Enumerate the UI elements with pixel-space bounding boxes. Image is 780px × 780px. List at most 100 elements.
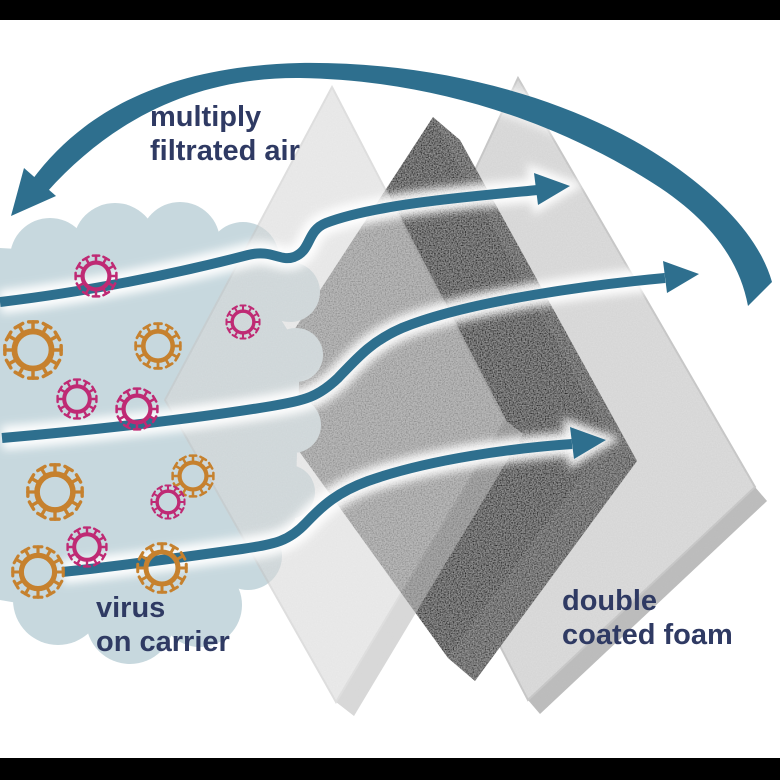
virus-spike-cap <box>13 321 25 330</box>
virus-icon-magenta <box>150 484 186 520</box>
virus-spike-cap <box>92 527 101 533</box>
virus-spike-cap <box>20 546 31 554</box>
virus-spike-cap <box>56 579 64 590</box>
virus-spike-cap <box>199 490 208 497</box>
virus-spike-cap <box>248 305 255 311</box>
virus-spike-cap <box>56 554 64 565</box>
virus-spike-cap <box>45 590 56 598</box>
arrow-shaft <box>61 439 573 577</box>
virus-spike-cap <box>254 327 260 334</box>
virus-spike-cap <box>101 533 107 542</box>
virus-spike-cap <box>137 575 145 585</box>
virus-spike-cap <box>174 330 181 340</box>
virus-spike-cap <box>164 323 174 330</box>
label-multiply-filtrated-air: multiply filtrated air <box>150 100 300 168</box>
virus-ring <box>34 471 76 513</box>
virus-spike-cap <box>169 543 179 551</box>
virus-spike-cap <box>67 533 73 542</box>
virus-ring <box>11 328 55 372</box>
virus-spike-cap <box>82 379 91 385</box>
virus-spike-cap <box>142 323 152 330</box>
virus-spike-cap <box>91 385 97 394</box>
virus-spike-cap <box>151 394 158 403</box>
virus-icons <box>3 254 261 599</box>
virus-icon-magenta <box>66 526 108 568</box>
airflow-arrow-middle <box>1 261 699 443</box>
cloud-bump <box>86 576 174 664</box>
virus-icon-orange <box>3 320 63 380</box>
label-line: coated foam <box>562 619 733 651</box>
virus-spike-cap <box>145 543 155 551</box>
virus-ring <box>230 309 256 335</box>
virus-spike-cap <box>102 255 111 262</box>
label-line: virus <box>96 592 166 624</box>
virus-spike-cap <box>151 490 157 497</box>
virus-spike-cap <box>179 490 185 497</box>
virus-spike-cap <box>207 461 214 470</box>
virus-icon-orange <box>136 542 188 594</box>
virus-spike-cap <box>45 546 56 554</box>
arrow-shaft <box>0 185 539 307</box>
airflow-arrow-top <box>0 173 570 307</box>
virus-spike-cap <box>173 485 180 491</box>
label-line: double <box>562 585 658 617</box>
virus-spike-cap <box>12 554 20 565</box>
virus-spike-cap <box>57 385 63 394</box>
virus-spike-cap <box>41 321 53 330</box>
virus-icon-orange <box>171 454 215 498</box>
virus-spike-cap <box>122 388 131 395</box>
letterbox-bottom <box>0 758 780 780</box>
virus-spike-cap <box>73 527 82 533</box>
virus-spike-cap <box>142 362 152 369</box>
arrowhead-icon <box>534 173 570 205</box>
virus-ring <box>155 489 181 515</box>
virus-spike-cap <box>169 585 179 593</box>
virus-spike-cap <box>73 561 82 567</box>
virus-ring <box>62 384 92 414</box>
virus-spike-cap <box>63 511 74 520</box>
virus-spike-cap <box>231 333 238 339</box>
virus-ring <box>80 260 112 292</box>
virus-spike-cap <box>101 552 107 561</box>
virus-spike-cap <box>74 473 83 484</box>
virus-spike-cap <box>137 551 145 561</box>
cloud-bump <box>10 218 90 298</box>
virus-spike-cap <box>63 464 74 473</box>
virus-spike-cap <box>151 415 158 424</box>
label-line: filtrated air <box>150 135 300 167</box>
recirculation-arrow <box>11 62 772 306</box>
virus-ring <box>121 393 153 425</box>
virus-spike-cap <box>110 261 117 270</box>
virus-spike-cap <box>143 388 152 395</box>
virus-spike-cap <box>53 330 62 342</box>
virus-icon-orange <box>11 545 65 599</box>
virus-spike-cap <box>172 461 179 470</box>
label-line: on carrier <box>96 626 230 658</box>
virus-spike-cap <box>226 327 232 334</box>
virus-icon-magenta <box>74 254 118 298</box>
virus-spike-cap <box>174 352 181 362</box>
virus-spike-cap <box>63 413 72 419</box>
virus-spike-cap <box>179 551 187 561</box>
virus-spike-cap <box>207 482 214 491</box>
virus-ring <box>72 532 102 562</box>
virus-spike-cap <box>75 282 82 291</box>
virus-spike-cap <box>36 511 47 520</box>
virus-spike-cap <box>231 305 238 311</box>
arrowhead-icon <box>570 427 606 459</box>
arrowhead-icon <box>663 261 699 293</box>
virus-spike-cap <box>75 261 82 270</box>
virus-spike-cap <box>27 500 36 511</box>
virus-spike-cap <box>92 561 101 567</box>
label-virus-on-carrier: virus on carrier <box>96 591 230 659</box>
virus-ring <box>177 460 209 492</box>
virus-spike-cap <box>63 379 72 385</box>
virus-spike-cap <box>179 575 187 585</box>
virus-spike-cap <box>4 358 13 370</box>
virus-spike-cap <box>248 333 255 339</box>
foam-edge <box>336 420 523 716</box>
virus-spike-cap <box>116 394 123 403</box>
